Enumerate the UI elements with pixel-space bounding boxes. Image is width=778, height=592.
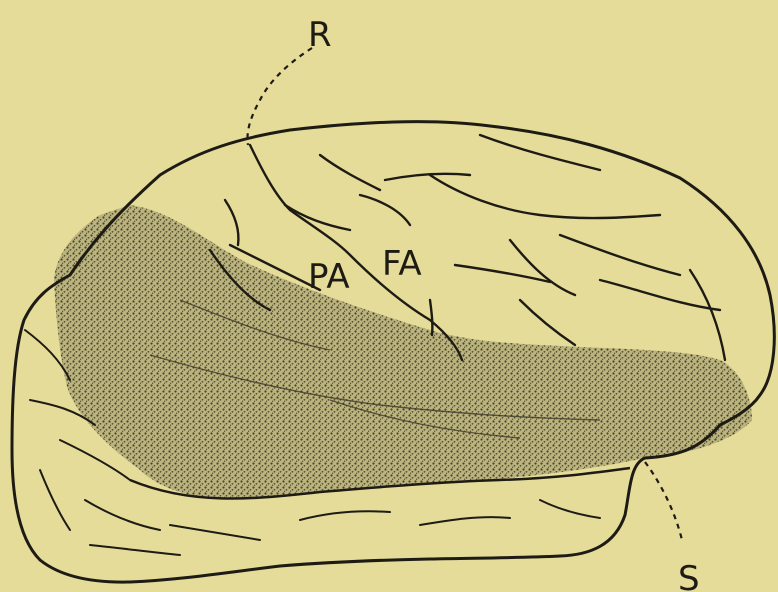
label-r: R: [308, 15, 332, 55]
label-fa: FA: [382, 244, 422, 284]
label-s: S: [678, 559, 700, 592]
label-pa: PA: [308, 257, 350, 297]
